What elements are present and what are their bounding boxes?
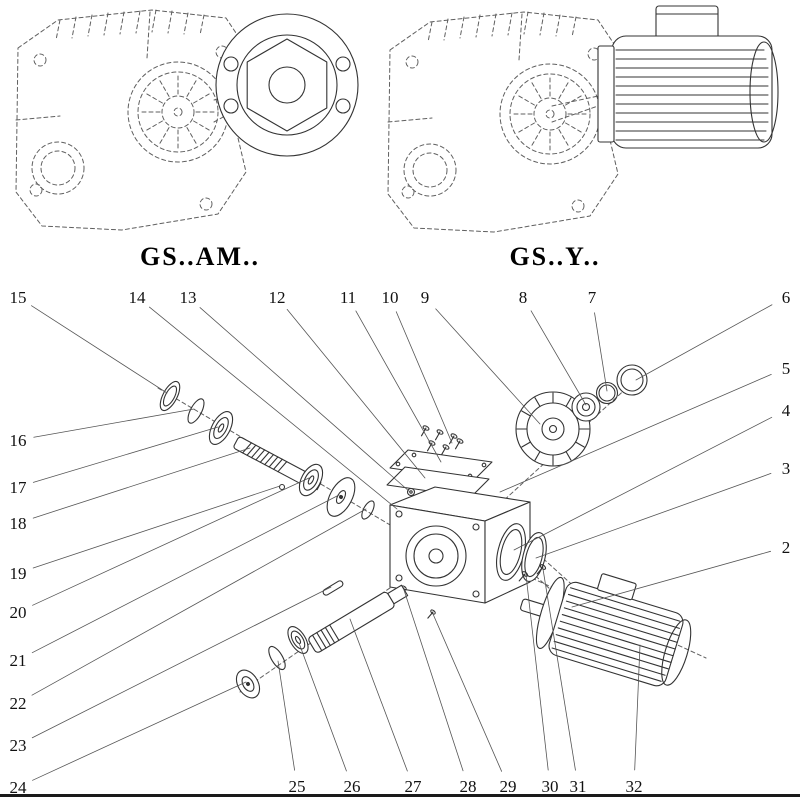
circlip <box>187 398 205 424</box>
end-ring <box>616 364 648 396</box>
motor-flange-ring <box>496 523 526 581</box>
leader-line-21 <box>31 494 340 654</box>
leader-line-30 <box>525 574 549 771</box>
leader-line-29 <box>432 613 503 772</box>
leader-line-12 <box>286 308 426 479</box>
leader-line-28 <box>403 589 464 772</box>
leader-line-19 <box>32 485 281 569</box>
leader-line-31 <box>542 568 576 771</box>
gearbox-housing-dashed <box>15 9 247 231</box>
callout-17: 17 <box>10 478 28 497</box>
leader-line-4 <box>513 416 773 551</box>
flange-bolts <box>518 564 547 582</box>
callout-18: 18 <box>10 514 27 533</box>
callout-30: 30 <box>542 777 559 796</box>
callout-24: 24 <box>10 778 28 797</box>
callout-31: 31 <box>570 777 587 796</box>
output-circlip <box>268 645 286 671</box>
leader-line-23 <box>31 586 332 739</box>
callout-14: 14 <box>129 288 147 307</box>
screw <box>427 609 436 619</box>
callout-11: 11 <box>340 288 356 307</box>
callout-29: 29 <box>500 777 517 796</box>
leader-line-20 <box>32 477 310 606</box>
vent-plug <box>406 487 416 497</box>
leader-line-32 <box>634 644 641 771</box>
retaining-ring <box>361 500 375 520</box>
helical-gear <box>515 391 591 467</box>
gearbox-housing-dashed <box>387 11 619 233</box>
view-label-gs-am: GS..AM.. <box>140 242 260 271</box>
callout-16: 16 <box>10 431 27 450</box>
view-label-gs-y: GS..Y.. <box>509 242 601 271</box>
leader-line-7 <box>594 312 608 392</box>
gearbox-view-am <box>15 9 359 231</box>
motor <box>597 5 779 149</box>
callout-6: 6 <box>782 288 791 307</box>
callout-5: 5 <box>782 359 791 378</box>
callout-3: 3 <box>782 459 791 478</box>
callout-8: 8 <box>519 288 528 307</box>
callout-12: 12 <box>269 288 286 307</box>
callout-28: 28 <box>460 777 477 796</box>
cover-bolts <box>420 425 464 456</box>
input-bearing <box>208 411 234 445</box>
gearbox-view-y <box>387 5 779 233</box>
output-washer <box>235 669 261 699</box>
callout-4: 4 <box>782 401 791 420</box>
callout-13: 13 <box>180 288 197 307</box>
leader-line-11 <box>355 310 442 463</box>
worm-bearing <box>298 463 324 497</box>
leader-line-26 <box>298 642 347 772</box>
output-shaft <box>308 584 409 653</box>
leader-line-24 <box>32 681 247 781</box>
gear-circlip <box>595 381 619 405</box>
callout-22: 22 <box>10 694 27 713</box>
output-bearing <box>287 626 309 654</box>
leader-line-16 <box>33 408 195 438</box>
leader-line-2 <box>571 550 771 608</box>
callout-19: 19 <box>10 564 27 583</box>
leader-line-18 <box>32 447 251 519</box>
leader-line-8 <box>530 310 587 406</box>
leader-line-22 <box>31 508 367 696</box>
callout-26: 26 <box>344 777 361 796</box>
seal-ring <box>159 380 181 412</box>
leader-line-17 <box>32 426 219 483</box>
callout-21: 21 <box>10 651 27 670</box>
callout-27: 27 <box>405 777 423 796</box>
leader-line-6 <box>635 304 773 381</box>
gear-bearing <box>571 392 601 422</box>
leader-line-5 <box>499 373 772 493</box>
leader-line-25 <box>277 660 295 771</box>
callout-10: 10 <box>382 288 399 307</box>
page-bottom-border <box>0 794 800 797</box>
leader-line-9 <box>435 308 541 425</box>
exploded-view <box>157 364 707 699</box>
dowel-pin <box>278 483 286 491</box>
shaft-key <box>322 580 344 596</box>
callout-2: 2 <box>782 538 791 557</box>
callout-9: 9 <box>421 288 430 307</box>
shim-disc <box>326 477 356 517</box>
callout-20: 20 <box>10 603 27 622</box>
motor-exploded <box>520 573 692 687</box>
callout-25: 25 <box>289 777 306 796</box>
callout-15: 15 <box>10 288 27 307</box>
callout-7: 7 <box>588 288 597 307</box>
leader-line-14 <box>149 306 398 510</box>
leader-line-13 <box>199 307 411 493</box>
callout-32: 32 <box>626 777 643 796</box>
leader-line-10 <box>395 311 453 444</box>
output-flange <box>215 13 359 157</box>
leader-line-15 <box>31 305 168 394</box>
callout-23: 23 <box>10 736 27 755</box>
leader-line-3 <box>535 473 772 559</box>
leader-line-27 <box>349 618 408 772</box>
